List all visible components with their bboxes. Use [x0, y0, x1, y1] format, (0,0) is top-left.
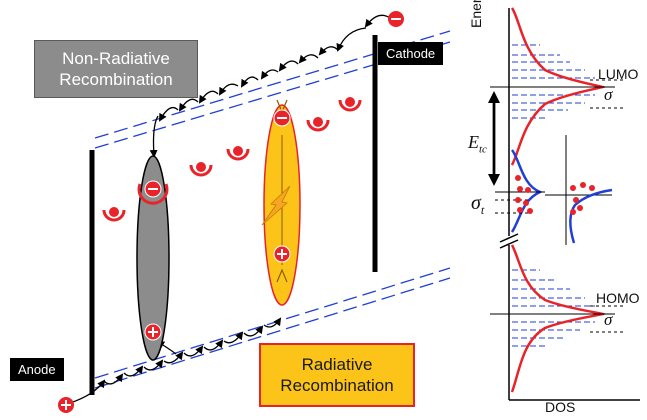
homo-curve: [510, 244, 607, 393]
homo-sigma-label: σ: [604, 310, 613, 329]
energy-axis-label: Energy: [468, 0, 484, 28]
lightning-icon: [261, 185, 291, 226]
electron-icon: [273, 109, 291, 127]
dos-panel: [488, 7, 640, 401]
lumo-fill-lines: [512, 44, 595, 119]
etc-main: E: [468, 132, 479, 152]
homo-label: HOMO: [596, 290, 640, 306]
lumo-label: LUMO: [598, 66, 639, 82]
trapped-charge-icon: [102, 207, 126, 222]
hole-hopping-path: [69, 317, 282, 404]
nonradiative-line2: Recombination: [59, 70, 173, 89]
lumo-sigma-label: σ: [604, 85, 613, 104]
trap-charges: [515, 175, 533, 214]
sigma-t-sub: t: [480, 203, 485, 217]
axis-break: [499, 233, 519, 249]
cathode-label: Cathode: [378, 42, 444, 65]
nonradiative-exciton: [136, 155, 170, 361]
radiative-line2: Recombination: [280, 376, 394, 395]
radiative-recombination-label: Radiative Recombination: [259, 343, 415, 407]
radiative-exciton: [261, 99, 301, 306]
radiative-line1: Radiative: [301, 354, 373, 374]
trapped-charge-icon: [306, 117, 330, 132]
injected-hole: [58, 397, 74, 413]
sigma-t-label: σt: [471, 192, 484, 218]
trap-distribution-inset: [545, 135, 613, 245]
trapped-charge-icon: [226, 146, 250, 161]
injected-electron: [388, 11, 404, 27]
hole-icon: [144, 323, 162, 341]
electron-hopping-path: [149, 14, 391, 158]
nonradiative-recombination-label: Non-Radiative Recombination: [34, 40, 198, 98]
sigma-t-main: σ: [471, 192, 481, 214]
trapped-charge-icon: [338, 97, 362, 112]
nonradiative-line1: Non-Radiative: [62, 48, 170, 68]
homo-fill-lines: [512, 269, 595, 347]
electrodes: [89, 35, 378, 395]
hole-icon: [273, 245, 291, 263]
trapped-charge-icon: [189, 162, 213, 177]
trapped-charges: [102, 97, 362, 222]
electron-icon: [144, 180, 162, 198]
dos-axis-label: DOS: [545, 399, 576, 415]
etc-sub: tc: [479, 143, 487, 156]
etc-label: Etc: [468, 132, 487, 156]
anode-label: Anode: [10, 358, 64, 381]
